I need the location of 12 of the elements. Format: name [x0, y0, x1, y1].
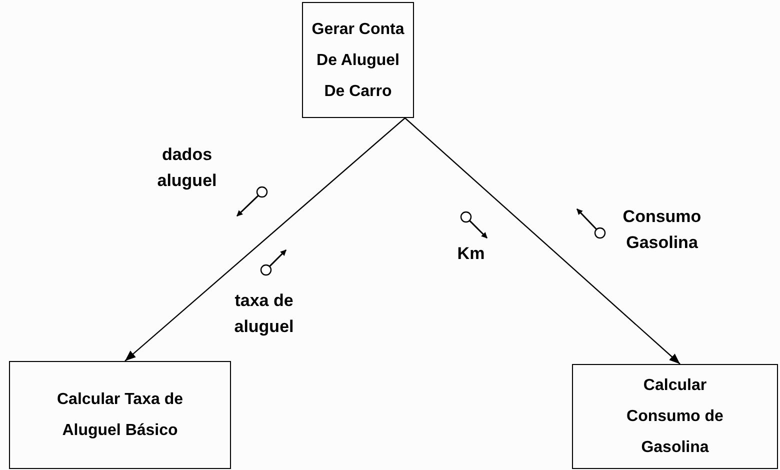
data-couple-label: Km [456, 243, 486, 265]
box-label: Calcular Consumo de Gasolina [626, 376, 724, 458]
box-label: Gerar Conta De Aluguel De Carro [310, 20, 406, 102]
box-label: Calcular Taxa de Aluguel Básico [56, 390, 184, 441]
data-couple-label: Consumo Gasolina [622, 206, 702, 254]
process-box [9, 361, 231, 469]
process-box [572, 364, 778, 469]
connector-arrow [124, 118, 406, 362]
process-box [302, 2, 414, 118]
data-couple-label: taxa de aluguel [233, 290, 295, 338]
data-couple-label: dados aluguel [156, 144, 218, 192]
connector-arrow [404, 118, 680, 364]
